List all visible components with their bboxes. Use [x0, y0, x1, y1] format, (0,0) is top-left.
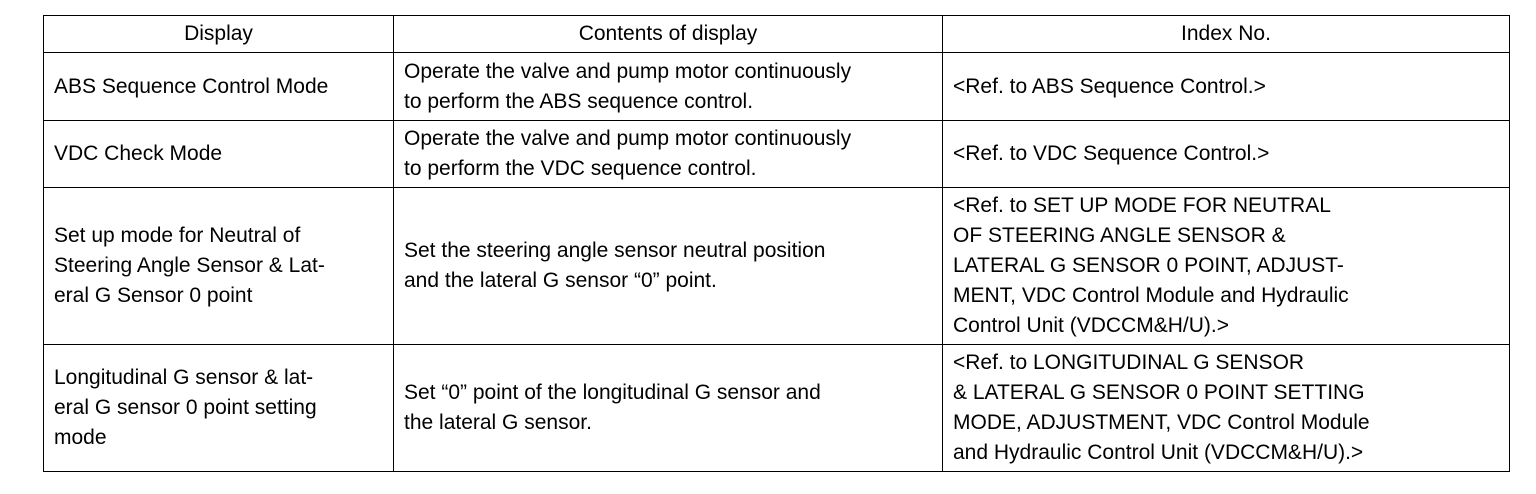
- index-cell: <Ref. to LONGITUDINAL G SENSOR & LATERAL…: [942, 344, 1510, 472]
- index-text: <Ref. to LONGITUDINAL G SENSOR & LATERAL…: [953, 351, 1370, 464]
- index-text: <Ref. to SET UP MODE FOR NEUTRAL OF STEE…: [953, 194, 1349, 337]
- display-cell: ABS Sequence Control Mode: [43, 52, 394, 121]
- index-text: <Ref. to ABS Sequence Control.>: [953, 74, 1266, 98]
- display-text: Set up mode for Neutral of Steering Angl…: [54, 224, 325, 307]
- contents-cell: Operate the valve and pump motor continu…: [393, 52, 943, 121]
- display-text: ABS Sequence Control Mode: [54, 74, 329, 98]
- contents-cell: Set “0” point of the longitudinal G sens…: [393, 344, 943, 472]
- display-cell: Longitudinal G sensor & lat- eral G sens…: [43, 344, 394, 472]
- contents-text: Set “0” point of the longitudinal G sens…: [404, 381, 821, 434]
- contents-text: Set the steering angle sensor neutral po…: [404, 239, 826, 292]
- index-cell: <Ref. to VDC Sequence Control.>: [942, 120, 1510, 188]
- table-row: Set up mode for Neutral of Steering Angl…: [43, 187, 1510, 345]
- table-row: VDC Check Mode Operate the valve and pum…: [43, 120, 1510, 188]
- header-display: Display: [43, 15, 394, 53]
- display-cell: VDC Check Mode: [43, 120, 394, 188]
- index-text: <Ref. to VDC Sequence Control.>: [953, 142, 1270, 165]
- display-text: VDC Check Mode: [54, 142, 223, 165]
- contents-cell: Operate the valve and pump motor continu…: [393, 120, 943, 188]
- contents-text: Operate the valve and pump motor continu…: [404, 59, 852, 113]
- table-row: Longitudinal G sensor & lat- eral G sens…: [43, 344, 1510, 472]
- header-contents: Contents of display: [393, 15, 943, 53]
- contents-text: Operate the valve and pump motor continu…: [404, 127, 852, 180]
- display-cell: Set up mode for Neutral of Steering Angl…: [43, 187, 394, 345]
- index-table: Display Contents of display Index No. AB…: [43, 15, 1510, 472]
- header-row: Display Contents of display Index No.: [43, 15, 1510, 53]
- display-text: Longitudinal G sensor & lat- eral G sens…: [54, 366, 317, 449]
- table-row: ABS Sequence Control Mode Operate the va…: [43, 52, 1510, 121]
- header-index-no: Index No.: [942, 15, 1510, 53]
- contents-cell: Set the steering angle sensor neutral po…: [393, 187, 943, 345]
- index-cell: <Ref. to ABS Sequence Control.>: [942, 52, 1510, 121]
- index-cell: <Ref. to SET UP MODE FOR NEUTRAL OF STEE…: [942, 187, 1510, 345]
